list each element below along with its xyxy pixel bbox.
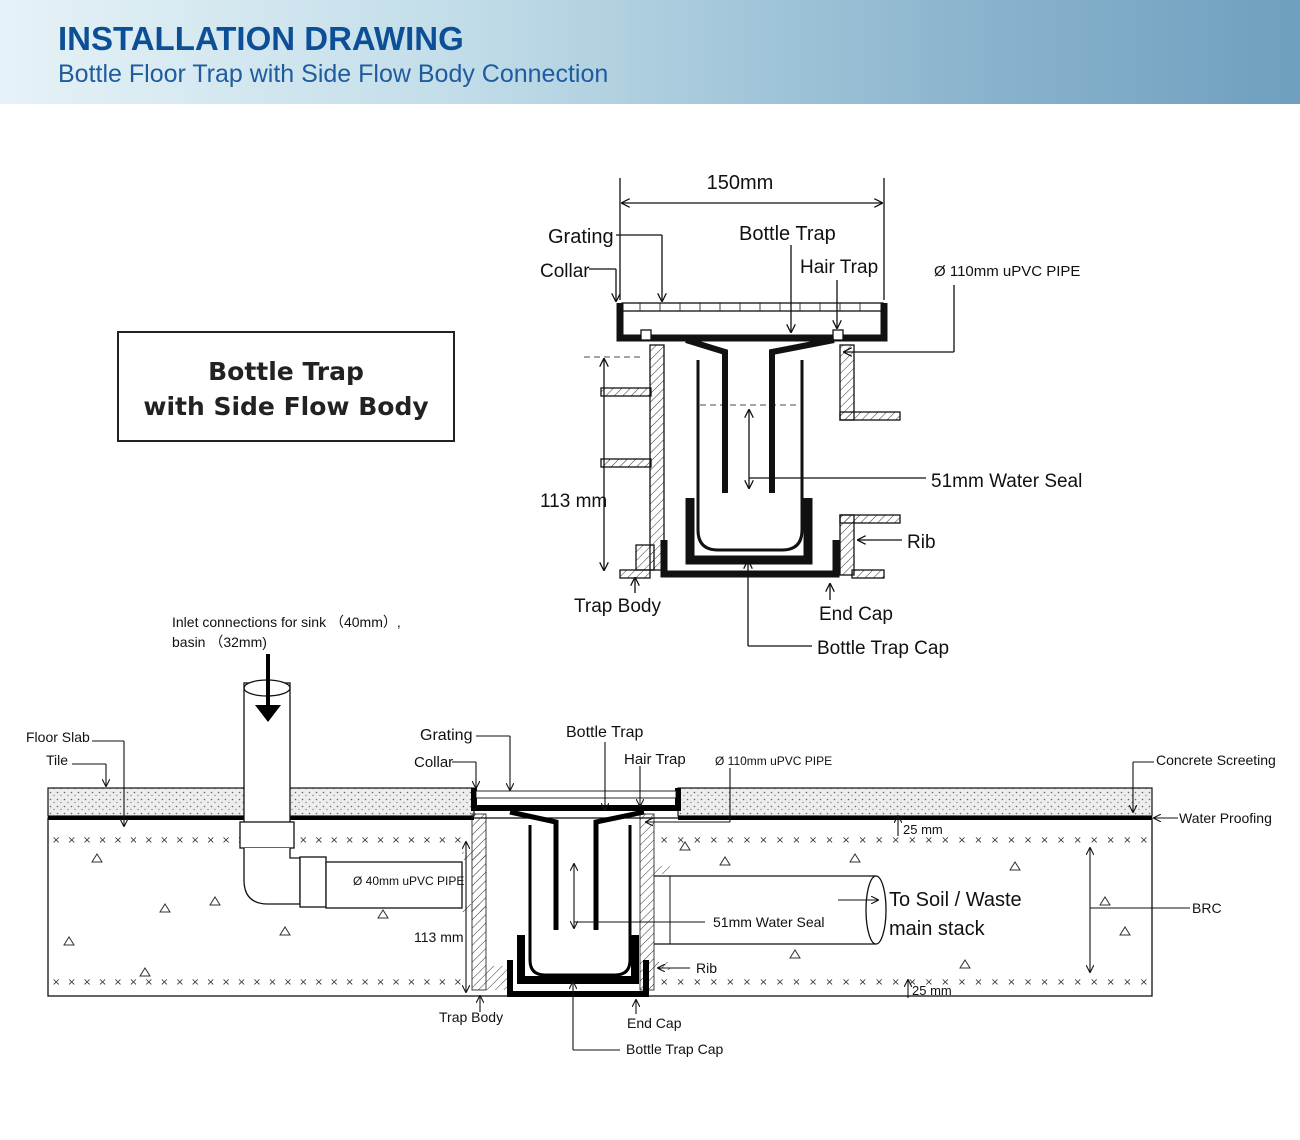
detail-label-bottle-trap-cap: Bottle Trap Cap: [817, 638, 949, 659]
section-label-brc: BRC: [1192, 900, 1222, 916]
section-label-pipe-40: Ø 40mm uPVC PIPE: [353, 874, 464, 888]
section-label-rib: Rib: [696, 960, 717, 976]
section-label-bottle-trap: Bottle Trap: [566, 724, 643, 741]
title-box: Bottle Trap with Side Flow Body: [117, 331, 455, 442]
section-dim-113: 113 mm: [414, 929, 464, 945]
section-label-concrete-screeting: Concrete Screeting: [1156, 752, 1276, 768]
detail-label-end-cap: End Cap: [819, 604, 893, 625]
detail-label-trap-body: Trap Body: [574, 596, 661, 617]
page-title: INSTALLATION DRAWING: [58, 20, 464, 57]
section-labels: Inlet connections for sink （40mm）, basin…: [26, 614, 1276, 1057]
detail-label-collar: Collar: [540, 261, 590, 282]
detail-label-bottle-trap: Bottle Trap: [739, 223, 836, 245]
detail-label-pipe: Ø 110mm uPVC PIPE: [934, 263, 1080, 280]
section-label-grating: Grating: [420, 727, 472, 744]
detail-label-grating: Grating: [548, 226, 614, 248]
section-label-water-proofing: Water Proofing: [1179, 810, 1272, 826]
section-label-inlet-2: basin （32mm): [172, 634, 267, 650]
section-label-tile: Tile: [46, 752, 68, 768]
svg-text:× × × × × × × × × × × × × × ×: × × × × × × × × × × × × × × × × × × × × …: [660, 977, 1148, 988]
section-dim-25-top: 25 mm: [903, 822, 943, 837]
svg-text:× × × × × × × × × × × × × × ×: × × × × × × × × × × × × × × × × × × × × …: [52, 977, 462, 988]
detail-dim-width: 150mm: [707, 172, 774, 194]
detail-label-rib: Rib: [907, 532, 936, 553]
detail-drawing: [584, 178, 955, 647]
section-label-hair-trap: Hair Trap: [624, 751, 686, 768]
header-banner: INSTALLATION DRAWING Bottle Floor Trap w…: [0, 0, 1300, 104]
section-label-collar: Collar: [414, 754, 453, 771]
page-subtitle: Bottle Floor Trap with Side Flow Body Co…: [58, 60, 609, 88]
section-label-pipe-110: Ø 110mm uPVC PIPE: [715, 754, 832, 768]
section-label-inlet-1: Inlet connections for sink （40mm）,: [172, 614, 401, 630]
title-box-line1: Bottle Trap: [208, 357, 364, 386]
section-label-water-seal: 51mm Water Seal: [713, 914, 825, 930]
section-dim-25-bottom: 25 mm: [912, 983, 952, 998]
section-label-bottle-trap-cap: Bottle Trap Cap: [626, 1041, 723, 1057]
section-label-end-cap: End Cap: [627, 1015, 682, 1031]
title-box-line2: with Side Flow Body: [143, 392, 428, 421]
section-drawing: × × × × × × × × × × × × × × × × × × × × …: [47, 654, 1190, 1051]
detail-dim-height: 113 mm: [540, 491, 607, 512]
svg-text:× × × × × × × × × × × × × × ×: × × × × × × × × × × × × × × × × × × × × …: [660, 835, 1148, 846]
detail-label-hair-trap: Hair Trap: [800, 257, 878, 278]
section-label-floor-slab: Floor Slab: [26, 729, 90, 745]
detail-labels: 150mm Grating Collar Bottle Trap Hair Tr…: [540, 172, 1082, 659]
section-label-trap-body: Trap Body: [439, 1009, 503, 1025]
section-label-to-soil-1: To Soil / Waste: [889, 889, 1022, 911]
detail-label-water-seal: 51mm Water Seal: [931, 471, 1082, 492]
section-label-to-soil-2: main stack: [889, 918, 986, 940]
